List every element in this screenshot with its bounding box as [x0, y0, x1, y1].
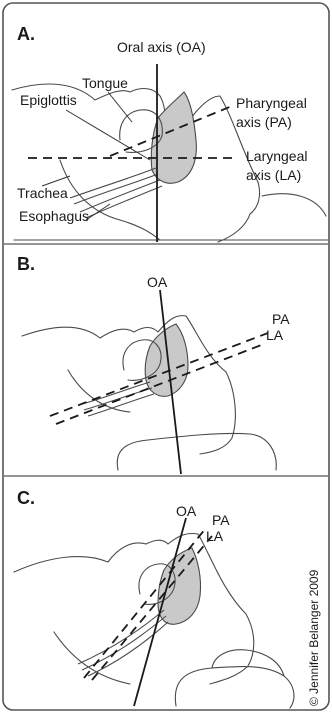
panel-c-pa-label: PA	[212, 512, 230, 528]
panel-c-letter: C.	[17, 488, 35, 508]
panel-a-oral-axis-label: Oral axis (OA)	[117, 39, 206, 55]
panel-a-pharyngeal-axis-label-2: axis (PA)	[236, 114, 292, 130]
panel-a-epiglottis-label: Epiglottis	[20, 92, 77, 108]
panel-a-esophagus-label: Esophagus	[19, 208, 89, 224]
copyright-text: © Jennifer Belanger 2009	[307, 569, 321, 706]
panel-a-laryngeal-axis-label-2: axis (LA)	[246, 167, 301, 183]
panel-a-tongue-label: Tongue	[82, 75, 128, 91]
panel-c-la-label: LA	[206, 528, 224, 544]
panel-b-la-label: LA	[266, 327, 284, 343]
panel-b-pa-label: PA	[272, 311, 290, 327]
panel-b-oa-label: OA	[147, 274, 168, 290]
panel-a-laryngeal-axis-label-1: Laryngeal	[246, 148, 308, 164]
panel-a-letter: A.	[17, 24, 35, 44]
panel-c-oa-label: OA	[176, 503, 197, 519]
panel-a-pharyngeal-axis-label-1: Pharyngeal	[236, 95, 307, 111]
panel-b-letter: B.	[17, 254, 35, 274]
panel-a-trachea-label: Trachea	[17, 185, 68, 201]
